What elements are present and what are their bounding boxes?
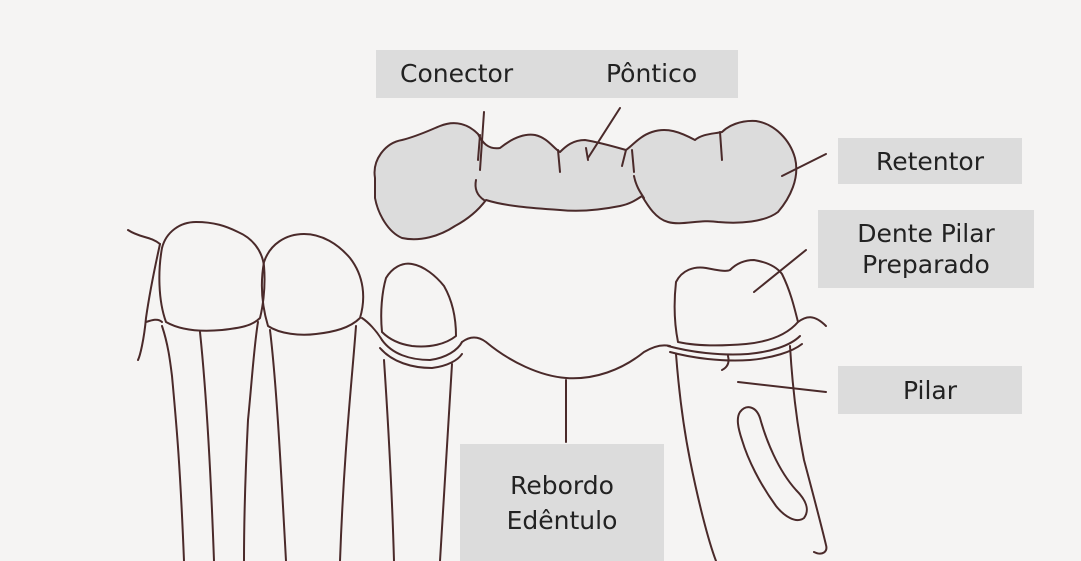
- partial-tooth-left: [128, 230, 162, 360]
- label-pontico: Pôntico: [606, 58, 697, 89]
- label-rebordo-edentulo: Rebordo Edêntulo: [460, 444, 664, 561]
- edentulous-ridge: [462, 338, 670, 443]
- label-dente-pilar-preparado: Dente Pilar Preparado: [818, 210, 1034, 288]
- dente-pilar-leader: [754, 250, 806, 292]
- label-pilar-text: Pilar: [903, 375, 957, 406]
- label-retentor: Retentor: [838, 138, 1022, 184]
- label-rebordo-line1: Rebordo: [510, 470, 614, 501]
- label-dente-pilar-line2: Preparado: [862, 249, 990, 280]
- pilar-leader: [738, 382, 826, 392]
- label-retentor-text: Retentor: [876, 146, 984, 177]
- abutment-prepared-tooth: [668, 260, 826, 561]
- label-rebordo-line2: Edêntulo: [507, 505, 618, 536]
- label-pilar: Pilar: [838, 366, 1022, 414]
- premolar-tooth: [362, 264, 462, 561]
- bridge-prosthesis: [375, 121, 797, 239]
- label-conector: Conector: [400, 58, 513, 89]
- root-canal-inner: [738, 407, 807, 520]
- bridge-outline: [375, 121, 797, 239]
- molar-tooth-1: [159, 222, 264, 561]
- molar-tooth-2: [262, 234, 363, 561]
- label-dente-pilar-line1: Dente Pilar: [857, 218, 995, 249]
